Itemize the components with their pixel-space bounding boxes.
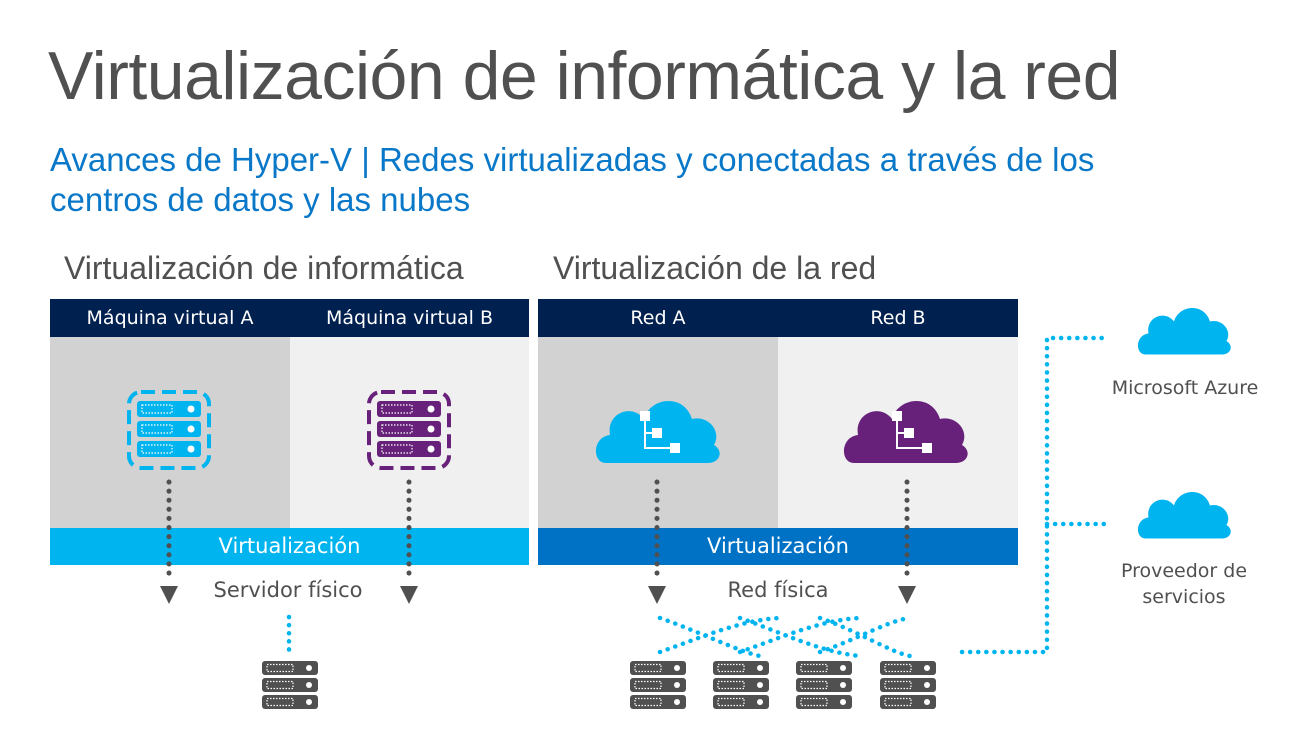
vertical-connectors [166, 479, 910, 583]
vm-b-server-icon [367, 390, 451, 470]
physical-network-label: Red física [727, 578, 829, 602]
vm-a-header: Máquina virtual A [50, 299, 290, 337]
arrow-down-icon [400, 586, 418, 604]
azure-label: Microsoft Azure [1111, 377, 1259, 399]
server-icon [629, 660, 687, 710]
server-icon [261, 660, 319, 710]
server-icon [795, 660, 853, 710]
physical-server-label: Servidor físico [213, 578, 363, 602]
provider-cloud-icon [1137, 491, 1231, 539]
network-virtualization-bar: Virtualización [538, 528, 1018, 565]
page-title: Virtualización de informática y la red [48, 38, 1121, 114]
net-b-header: Red B [778, 299, 1018, 337]
provider-label: Proveedor de servicios [1120, 560, 1248, 608]
azure-cloud-icon [1137, 307, 1231, 355]
arrow-down-icon [648, 586, 666, 604]
network-heading: Virtualización de la red [553, 250, 877, 286]
server-icon [712, 660, 770, 710]
vm-b-header: Máquina virtual B [290, 299, 529, 337]
network-b-cloud-icon [843, 400, 968, 463]
vm-a-server-icon [127, 390, 211, 470]
page-subtitle: Avances de Hyper-V | Redes virtualizadas… [50, 141, 1095, 218]
server-icon [879, 660, 937, 710]
network-links [286, 335, 1109, 659]
arrow-down-icon [160, 586, 178, 604]
net-a-header: Red A [538, 299, 778, 337]
network-a-cloud-icon [595, 400, 720, 463]
compute-heading: Virtualización de informática [64, 250, 464, 286]
compute-virtualization-bar: Virtualización [50, 528, 529, 565]
arrow-down-icon [898, 586, 916, 604]
